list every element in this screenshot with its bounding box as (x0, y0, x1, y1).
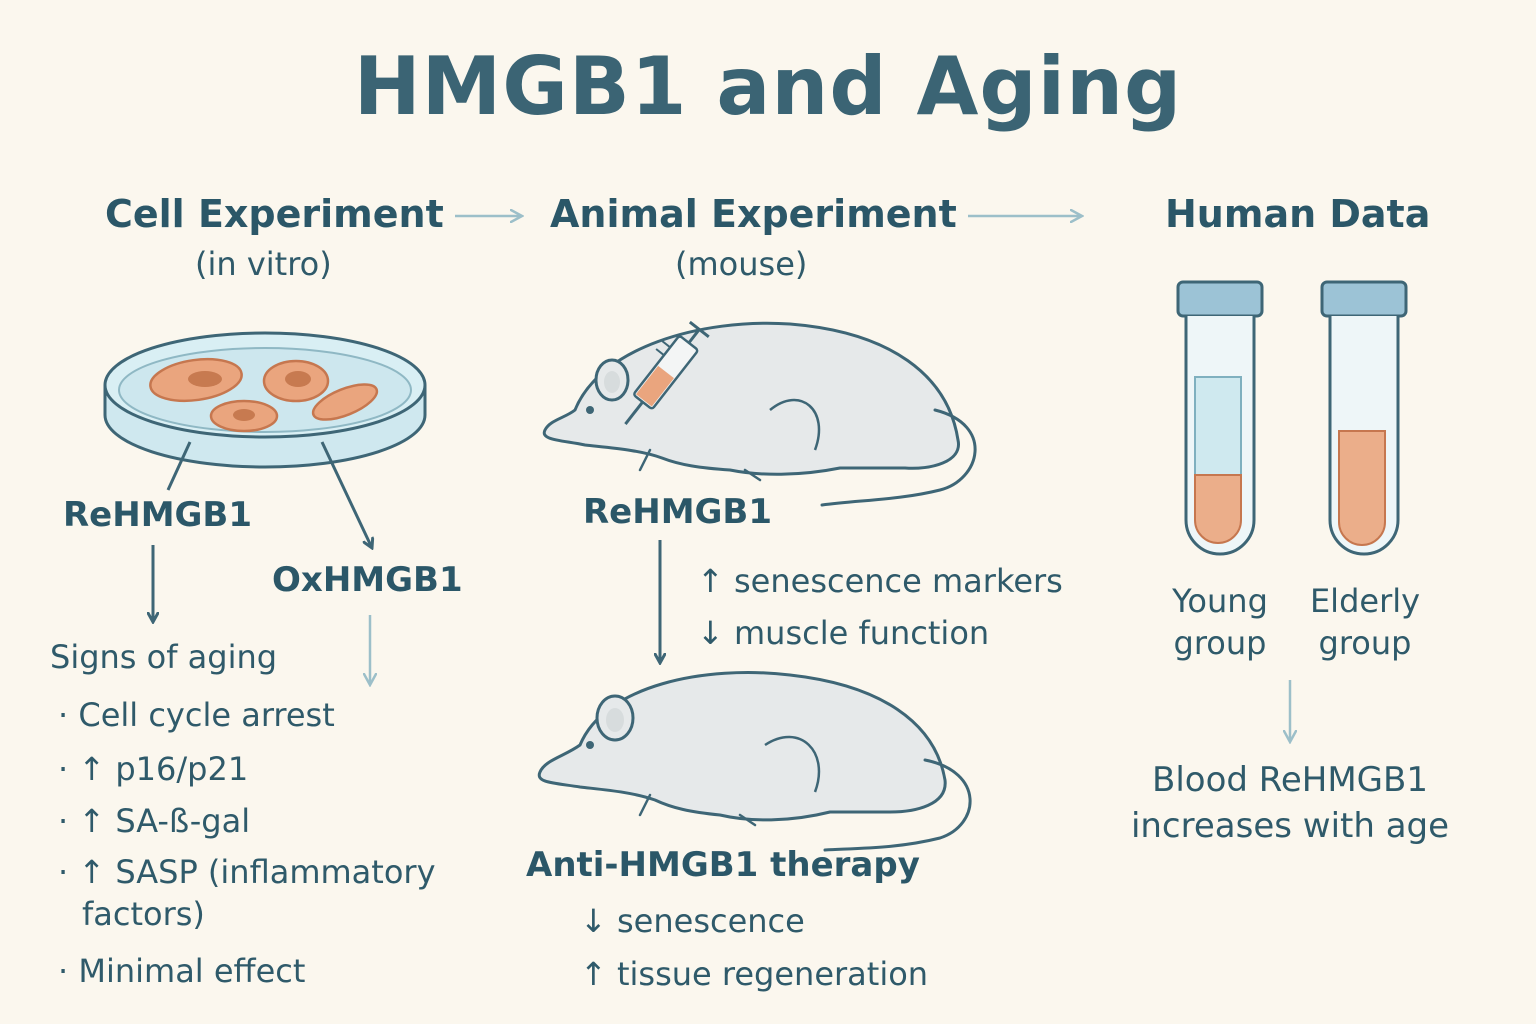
young-group-label-line1: Young (1172, 582, 1268, 620)
animal-effect-item: ↑ senescence markers (697, 562, 1063, 600)
sign-item: · ↑ SA-ß-gal (58, 802, 251, 840)
young-group-label-line2: group (1173, 624, 1267, 662)
cell-icon (311, 383, 379, 421)
arrow-dish-to-oxhmgb1 (320, 441, 372, 548)
mouse-icon (537, 671, 972, 852)
young-group-tube-icon (1176, 280, 1264, 556)
therapy-effect-item: ↓ senescence (580, 902, 805, 940)
human-data-heading: Human Data (1165, 192, 1431, 236)
therapy-effect-item: ↑ tissue regeneration (580, 955, 929, 993)
elderly-group-label-line1: Elderly (1309, 582, 1421, 620)
animal-experiment-subheading: (mouse) (675, 245, 808, 283)
elderly-group-tube-icon (1320, 280, 1408, 556)
petri-dish-icon (103, 331, 427, 469)
cell-rehmgb1-label: ReHMGB1 (63, 495, 253, 535)
signs-of-aging-heading: Signs of aging (50, 638, 278, 676)
oxhmgb1-effect: · Minimal effect (58, 952, 306, 990)
animal-effect-item: ↓ muscle function (697, 614, 990, 652)
sign-item: · ↑ p16/p21 (58, 750, 249, 788)
cell-experiment-heading: Cell Experiment (105, 192, 444, 236)
mouse-with-syringe-icon (542, 320, 977, 507)
page-title: HMGB1 and Aging (353, 40, 1183, 133)
cell-oxhmgb1-label: OxHMGB1 (272, 560, 463, 600)
anti-hmgb1-therapy-label: Anti-HMGB1 therapy (526, 845, 920, 885)
conclusion-line2: increases with age (1130, 806, 1450, 846)
cell-experiment-subheading: (in vitro) (195, 245, 332, 283)
animal-experiment-heading: Animal Experiment (550, 192, 957, 236)
conclusion-line1: Blood ReHMGB1 (1152, 760, 1428, 800)
elderly-group-label-line2: group (1318, 624, 1412, 662)
sign-item: · Cell cycle arrest (58, 696, 335, 734)
sign-item-continuation: factors) (82, 895, 205, 933)
animal-rehmgb1-label: ReHMGB1 (583, 492, 773, 532)
sign-item: · ↑ SASP (inflammatory (58, 853, 436, 891)
